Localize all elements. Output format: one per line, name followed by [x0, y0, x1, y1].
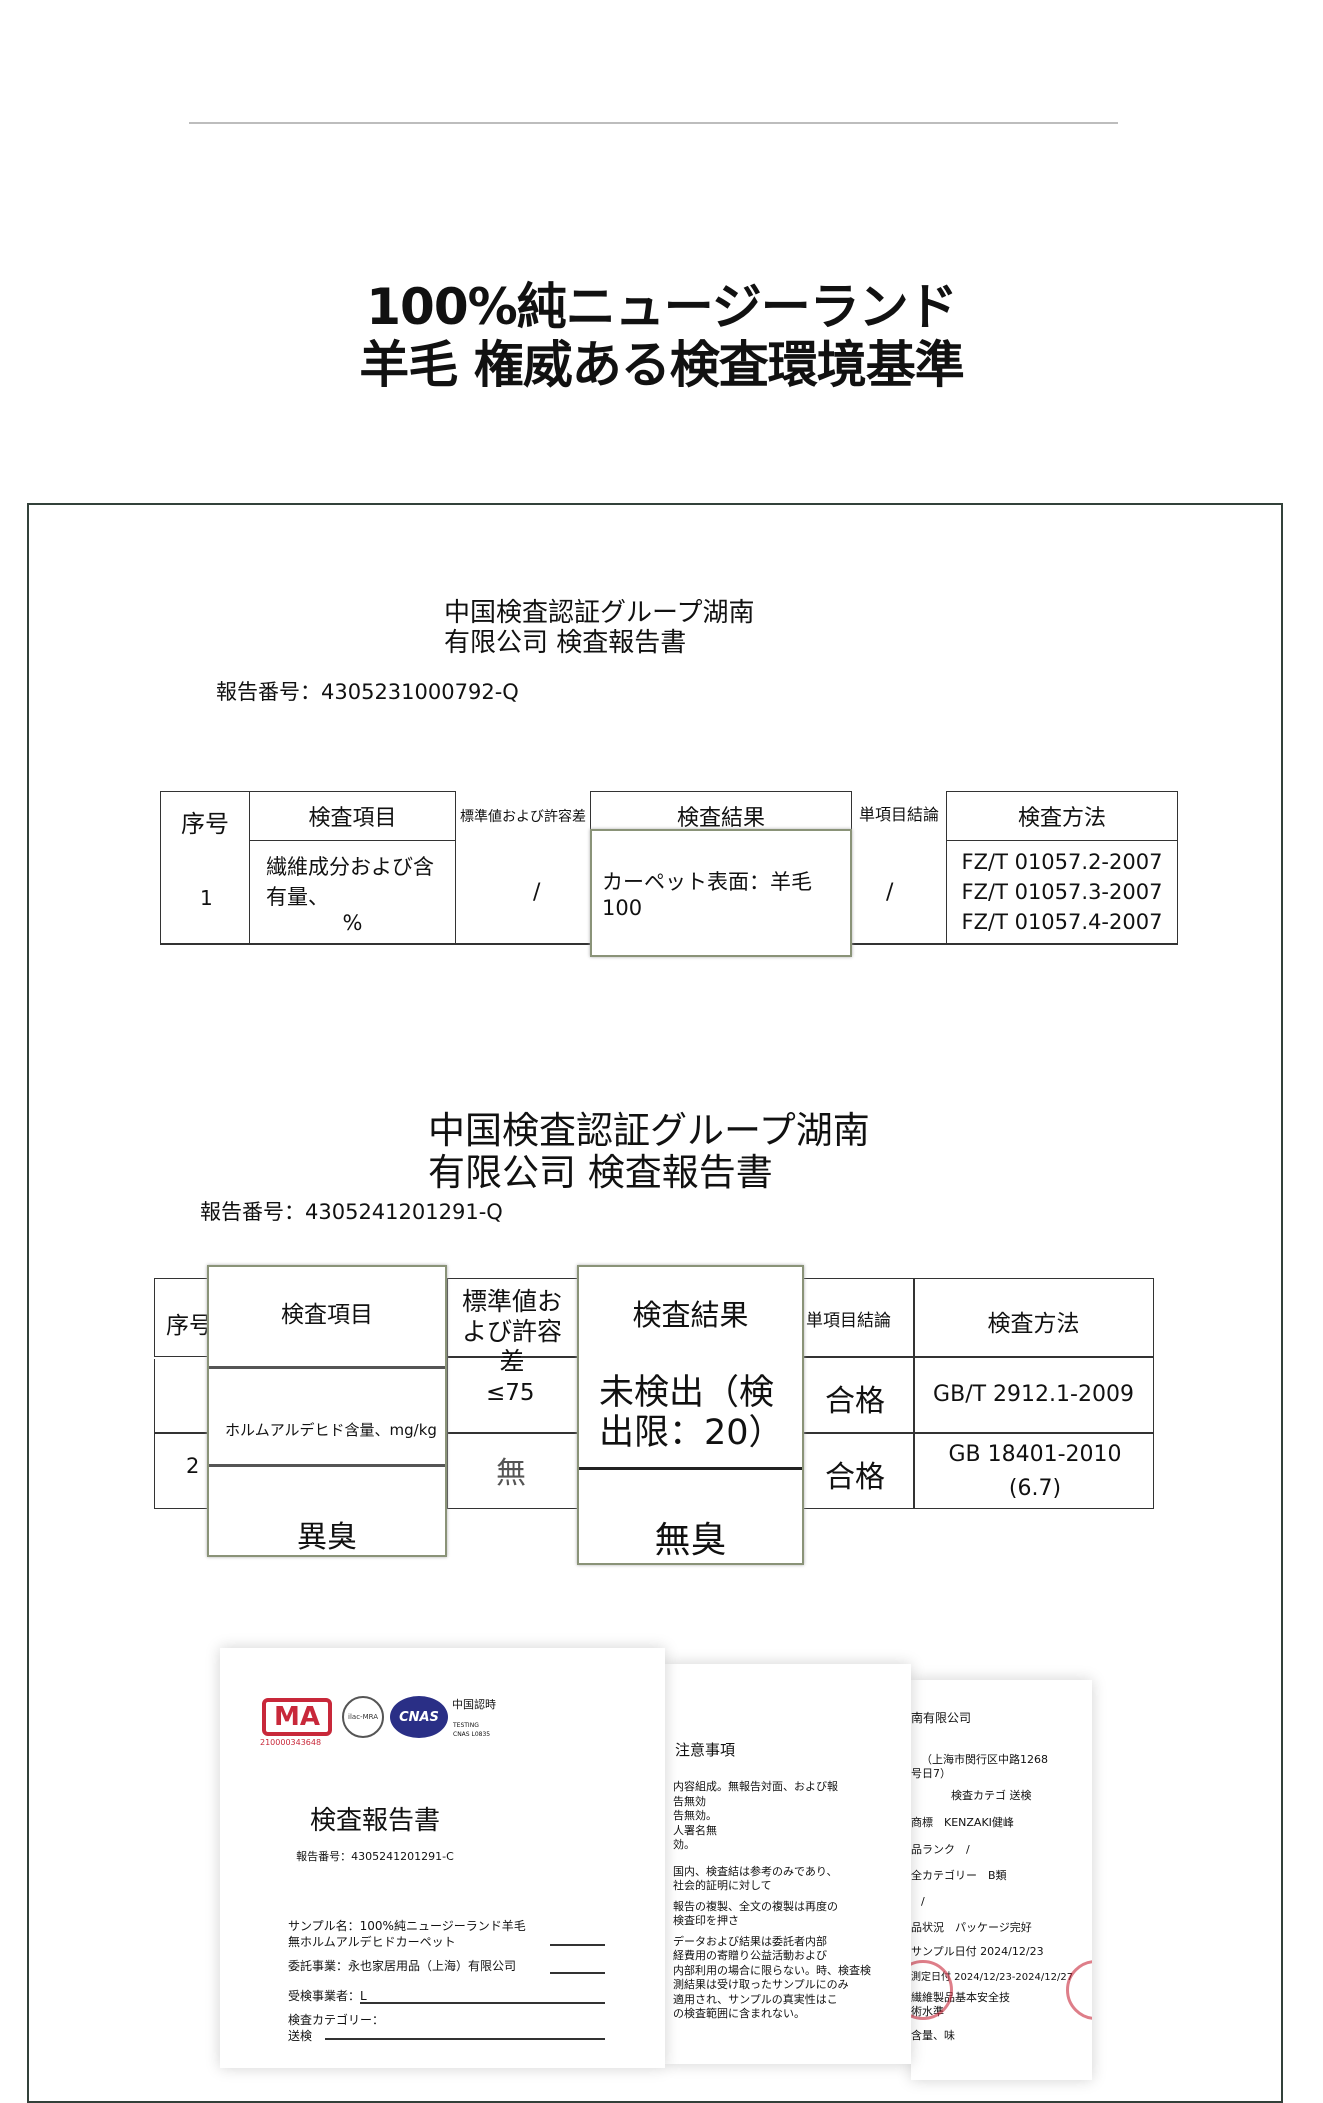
header-standard: 標準値および許容差	[461, 1287, 562, 1376]
row-standard: /	[533, 880, 541, 905]
item-overlay: 検査項目 ホルムアルデヒド含量、mg/kg 異臭	[207, 1265, 447, 1557]
notes-body: 内容組成。無報告対面、および報 告無効 告無効。 人署名無 効。 国内、検査結は…	[673, 1780, 871, 2020]
header-result: 検査結果	[632, 1298, 749, 1332]
cert-title: 中国認時	[452, 1698, 496, 1711]
report2-title: 中国検査認証グループ湖南 有限公司 検査報告書	[428, 1109, 870, 1194]
notes-doc: 注意事項 内容組成。無報告対面、および報 告無効 告無効。 人署名無 効。 国内…	[665, 1664, 911, 2064]
notes-title: 注意事項	[675, 1741, 736, 1759]
info-line: 測定日付 2024/12/23-2024/12/27	[911, 1972, 1074, 1983]
row-result: カーペット表面：羊毛100	[590, 829, 852, 957]
cover-field: 無ホルムアルデヒドカーペット	[288, 1935, 456, 1949]
cover-field: 検査カテゴリー：	[288, 2013, 385, 2027]
cnas-logo: CNAS	[390, 1696, 448, 1738]
underline	[360, 2002, 605, 2004]
info-line: （上海市閔行区中路1268	[921, 1753, 1048, 1766]
row1-result: 未検出（検出限：20）	[599, 1373, 784, 1453]
header-no: 序号	[166, 1313, 212, 1339]
header-standard: 標準値および許容差	[455, 791, 591, 841]
report2-number: 報告番号：4305241201291-Q	[200, 1200, 503, 1224]
header-method: 検査方法	[946, 791, 1178, 841]
report1-title: 中国検査認証グループ湖南 有限公司 検査報告書	[444, 598, 755, 658]
row2-standard: 無	[496, 1456, 526, 1491]
cert-number: CNAS L0835	[453, 1731, 491, 1738]
cover-title: 検査報告書	[309, 1806, 440, 1836]
info-line: 品状況 パッケージ完好	[911, 1921, 1032, 1934]
row-gap	[154, 1357, 207, 1359]
row-methods: FZ/T 01057.2-2007 FZ/T 01057.3-2007 FZ/T…	[946, 840, 1178, 944]
underline	[550, 1944, 605, 1946]
info-line: 号日7）	[911, 1767, 951, 1780]
info-line: 全カテゴリー B類	[911, 1869, 1007, 1882]
row-no: 1	[200, 886, 213, 910]
header-item: 検査項目	[281, 1302, 373, 1328]
row-item: 繊維成分および含有量、 %	[249, 840, 456, 944]
cover-number: 報告番号：4305241201291-C	[296, 1850, 454, 1863]
header-method: 検査方法	[987, 1311, 1080, 1337]
info-line: 含量、味	[911, 2029, 955, 2042]
info-line: /	[921, 1895, 925, 1908]
info-line: 検査カテゴ 送検	[951, 1789, 1032, 1802]
row1-conclusion: 合格	[825, 1384, 885, 1419]
row1-standard: ≤75	[486, 1380, 535, 1406]
cma-number: 210000343648	[260, 1738, 322, 1747]
stamp-icon	[1066, 1960, 1092, 2020]
cover-doc: MA 210000343648 ilac-MRA CNAS 中国認時 TESTI…	[220, 1648, 665, 2068]
info-line: 品ランク /	[911, 1843, 970, 1856]
cert-sub: TESTING	[453, 1722, 479, 1729]
cover-field: サンプル名：100%純ニュージーランド羊毛	[288, 1919, 526, 1933]
result-overlay: 検査結果 未検出（検出限：20） 無臭	[577, 1265, 804, 1565]
col-line	[913, 1278, 915, 1509]
divider	[189, 122, 1118, 124]
row1-item: ホルムアルデヒド含量、mg/kg	[225, 1421, 437, 1439]
row2-no: 2	[186, 1454, 200, 1478]
header-item: 検査項目	[249, 791, 456, 841]
underline	[325, 2038, 605, 2040]
header-no: 序号	[160, 791, 250, 944]
row-conclusion: /	[886, 880, 894, 905]
row2-item: 異臭	[297, 1520, 357, 1555]
ilac-logo: ilac-MRA	[342, 1696, 384, 1738]
info-doc: 南有限公司 （上海市閔行区中路1268 号日7） 検査カテゴ 送検 商標 KEN…	[911, 1680, 1092, 2080]
cover-field: 委託事業：永也家居用品（上海）有限公司	[288, 1959, 517, 1973]
info-line: サンプル日付 2024/12/23	[911, 1945, 1044, 1958]
stamp-icon	[911, 1960, 953, 2020]
overlay-line	[209, 1464, 445, 1467]
cover-field: 送検	[288, 2029, 313, 2043]
cma-logo: MA	[262, 1698, 332, 1736]
info-line: 南有限公司	[911, 1711, 972, 1725]
info-line: 商標 KENZAKI健峰	[911, 1816, 1014, 1829]
page-headline: 100%純ニュージーランド 羊毛 権威ある検査環境基準	[359, 278, 964, 394]
header-conclusion: 単項目結論	[851, 791, 947, 841]
row2-method: GB 18401-2010 (6.7)	[948, 1442, 1122, 1501]
report1-number: 報告番号：4305231000792-Q	[216, 680, 519, 704]
row2-conclusion: 合格	[825, 1460, 885, 1495]
row2-result: 無臭	[654, 1520, 727, 1561]
header-conclusion: 単項目結論	[806, 1311, 891, 1331]
overlay-line	[209, 1366, 445, 1369]
underline	[550, 1972, 605, 1974]
row1-method: GB/T 2912.1-2009	[933, 1382, 1134, 1407]
cover-field: 受検事業者：L	[288, 1989, 367, 2003]
overlay-line	[579, 1467, 802, 1470]
